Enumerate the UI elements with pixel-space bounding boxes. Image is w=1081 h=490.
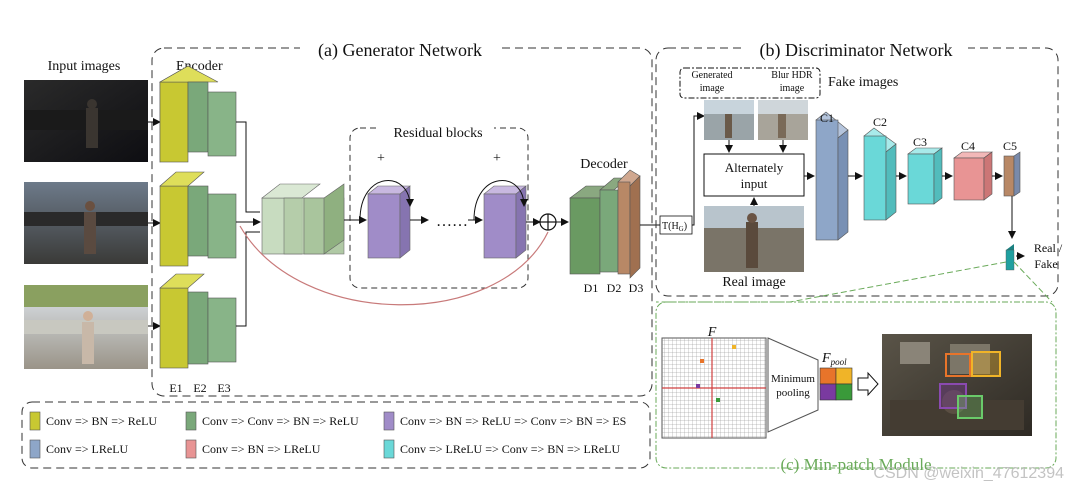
legend-item-3: Conv => BN => ReLU => Conv => BN => ES [383, 411, 626, 431]
feature-map-grid [661, 337, 767, 439]
decoder-label: Decoder [580, 157, 628, 172]
output-label-2: Fake [1034, 257, 1057, 271]
disc-layer-c5-block [1003, 151, 1021, 197]
merge-line-bottom [236, 231, 260, 327]
blur-label-1: Blur HDR [771, 70, 813, 81]
encoder-layer-e3: E3 [217, 381, 230, 395]
output-arrow-icon [857, 371, 879, 397]
disc-layer-c3-block [907, 147, 943, 205]
decoder-layer-d1: D1 [584, 281, 599, 295]
disc-layer-c2-block [863, 127, 897, 221]
legend-item-5: Conv => BN => LReLU [185, 439, 321, 459]
alternately-input-box [703, 153, 805, 197]
skip-connection [239, 225, 549, 306]
fpool-label: Fpool [821, 351, 847, 367]
minpatch-title: (c) Min-patch Module [780, 455, 931, 474]
tonemap-label: T(HG) [662, 221, 687, 233]
encoder-layer-e2: E2 [193, 381, 206, 395]
disc-layer-c4-block [953, 151, 993, 201]
alternately-label-2: input [741, 176, 768, 191]
plus-2: + [493, 151, 501, 166]
disc-layer-c2: C2 [873, 115, 887, 129]
pooling-label-2: pooling [776, 387, 810, 399]
decoder-layer-d3: D3 [629, 281, 644, 295]
legend-item-4: Conv => LReLU [29, 439, 129, 459]
svg-text:Conv => Conv => BN => ReLU: Conv => Conv => BN => ReLU [202, 414, 359, 428]
generated-label-2: image [700, 83, 725, 94]
output-label-1: Real / [1034, 241, 1063, 255]
svg-text:Conv => BN => ReLU => Conv =>: Conv => BN => ReLU => Conv => BN => ES [400, 414, 626, 428]
output-patch [1005, 244, 1015, 271]
merge-line-top [236, 121, 260, 213]
residual-label: Residual blocks [393, 126, 482, 141]
generated-image-thumb [704, 100, 754, 140]
decoder-stack [569, 169, 641, 279]
disc-layer-c1-block [815, 111, 849, 241]
svg-text:Conv => LReLU: Conv => LReLU [46, 442, 129, 456]
input-image-medium [24, 182, 148, 264]
pooling-label-1: Minimum [771, 373, 815, 385]
fpool-grid [819, 367, 853, 401]
input-image-bright [24, 285, 148, 369]
residual-block-2 [483, 185, 527, 259]
f-label: F [707, 325, 717, 340]
watermark: CSDN @weixin_47612394 [873, 465, 1064, 482]
svg-text:Conv => LReLU => Conv => BN =>: Conv => LReLU => Conv => BN => LReLU [400, 442, 620, 456]
legend-item-1: Conv => BN => ReLU [29, 411, 157, 431]
input-images-label: Input images [48, 59, 121, 74]
disc-layer-c4: C4 [961, 139, 975, 153]
sum-node [539, 213, 557, 231]
disc-layer-c3: C3 [913, 135, 927, 149]
legend-item-6: Conv => LReLU => Conv => BN => LReLU [383, 439, 620, 459]
residual-frame [349, 127, 529, 289]
generated-label-1: Generated [691, 70, 732, 81]
fake-images-label: Fake images [828, 75, 898, 90]
generator-title: (a) Generator Network [318, 40, 482, 61]
minimum-pooling-trapezoid [767, 337, 819, 433]
svg-text:Conv => BN => LReLU: Conv => BN => LReLU [202, 442, 321, 456]
svg-text:Conv => BN => ReLU: Conv => BN => ReLU [46, 414, 157, 428]
blur-label-2: image [780, 83, 805, 94]
input-image-dark [24, 80, 148, 162]
disc-layer-c1: C1 [820, 111, 834, 125]
real-image-thumb [704, 206, 804, 272]
encoder-stack-top [158, 65, 237, 163]
bottleneck-blocks [261, 183, 345, 255]
encoder-stack-middle [159, 171, 237, 267]
blur-hdr-thumb [758, 100, 808, 140]
alternately-label-1: Alternately [725, 160, 784, 175]
residual-block-1 [367, 185, 411, 259]
encoder-stack-bottom [159, 273, 237, 369]
encoder-layer-e1: E1 [169, 381, 182, 395]
fake-images-frame [679, 67, 821, 99]
legend-frame [21, 401, 651, 469]
legend-item-2: Conv => Conv => BN => ReLU [185, 411, 359, 431]
room-result-image [882, 334, 1032, 436]
residual-dots: …… [436, 213, 468, 230]
discriminator-title: (b) Discriminator Network [760, 40, 953, 61]
minpatch-frame [655, 301, 1057, 469]
disc-layer-c5: C5 [1003, 139, 1017, 153]
decoder-layer-d2: D2 [607, 281, 622, 295]
minpatch-connector-right [1013, 261, 1053, 303]
plus-1: + [377, 151, 385, 166]
real-image-label: Real image [722, 275, 785, 290]
